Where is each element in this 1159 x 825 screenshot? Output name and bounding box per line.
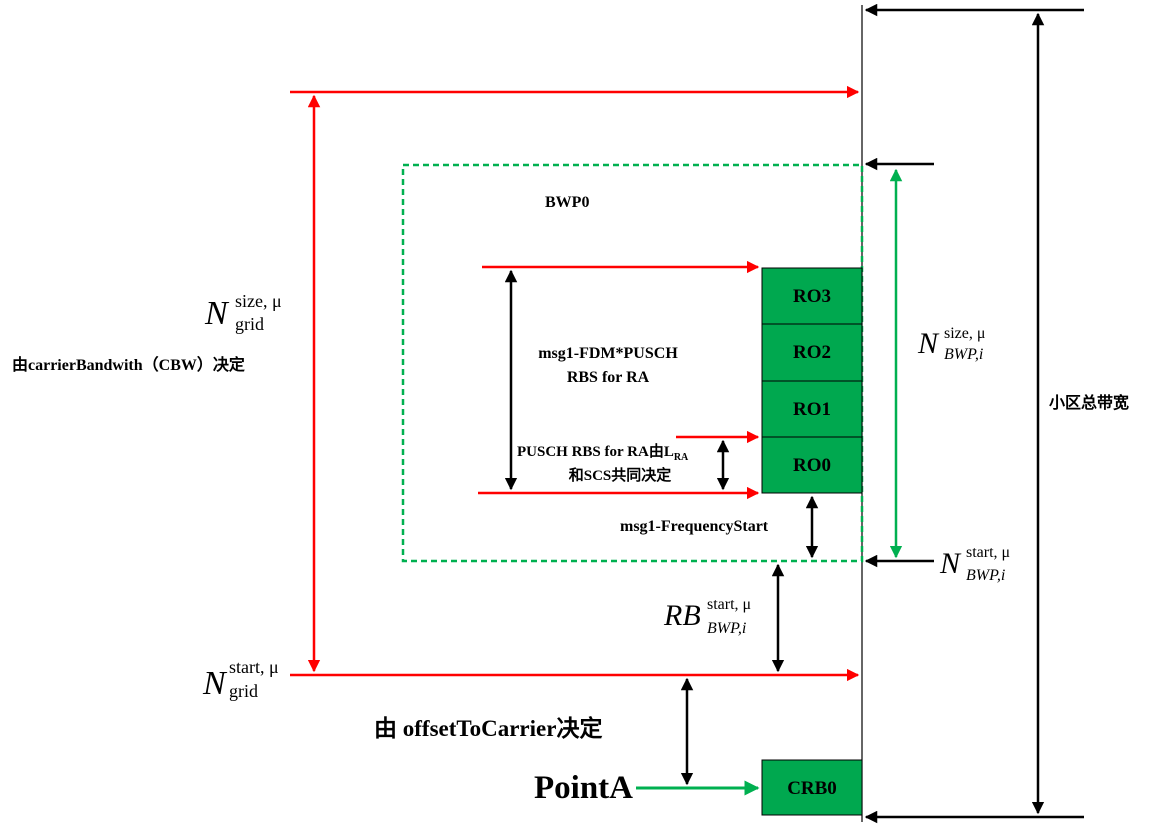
ro3-block — [761, 267, 863, 325]
pusch-rbs-label-line1: PUSCH RBS for RA由LRA — [517, 442, 689, 463]
ro1-block — [761, 380, 863, 438]
n-grid-start-label: N start, μ grid — [202, 657, 279, 702]
svg-text:N: N — [204, 295, 230, 332]
ro0-label: RO0 — [793, 455, 831, 476]
svg-text:N: N — [939, 547, 962, 580]
rb-bwp-start-label: RB start, μ BWP,i — [663, 596, 751, 637]
n-grid-size-label: N size, μ grid — [204, 291, 282, 334]
ro3-label: RO3 — [793, 286, 831, 307]
msg1-fdm-label-line1: msg1-FDM*PUSCH — [538, 345, 678, 362]
bwp0-box — [401, 163, 864, 563]
svg-text:start, μ: start, μ — [707, 596, 751, 613]
svg-text:size, μ: size, μ — [944, 325, 985, 342]
n-bwp-start-label: N start, μ BWP,i — [939, 544, 1010, 584]
ro1-label: RO1 — [793, 399, 831, 420]
crb0-label: CRB0 — [787, 778, 837, 799]
cell-total-bw-label: 小区总带宽 — [1049, 393, 1129, 412]
ro2-label: RO2 — [793, 342, 831, 363]
point-a-label: PointA — [534, 770, 633, 806]
crb0-block — [761, 759, 863, 816]
pusch-rbs-label-line2: 和SCS共同决定 — [569, 466, 672, 484]
svg-text:N: N — [917, 327, 940, 360]
svg-text:start, μ: start, μ — [229, 657, 279, 677]
msg1-freqstart-label: msg1-FrequencyStart — [620, 518, 769, 535]
svg-text:BWP,i: BWP,i — [966, 567, 1005, 584]
cbw-note-label: 由carrierBandwith（CBW）决定 — [12, 355, 245, 374]
svg-text:grid: grid — [229, 681, 258, 701]
ro0-block — [761, 436, 863, 494]
svg-text:N: N — [202, 665, 228, 702]
n-bwp-size-label: N size, μ BWP,i — [917, 325, 985, 363]
svg-text:start, μ: start, μ — [966, 544, 1010, 561]
svg-text:grid: grid — [235, 314, 264, 334]
ro2-block — [761, 323, 863, 382]
bwp0-label: BWP0 — [545, 194, 589, 211]
svg-text:size, μ: size, μ — [235, 291, 282, 311]
msg1-fdm-label-line2: RBS for RA — [567, 369, 650, 386]
svg-text:RB: RB — [663, 599, 701, 632]
svg-text:BWP,i: BWP,i — [707, 620, 746, 637]
svg-text:BWP,i: BWP,i — [944, 346, 983, 363]
offset-note-label: 由 offsetToCarrier决定 — [374, 715, 602, 741]
